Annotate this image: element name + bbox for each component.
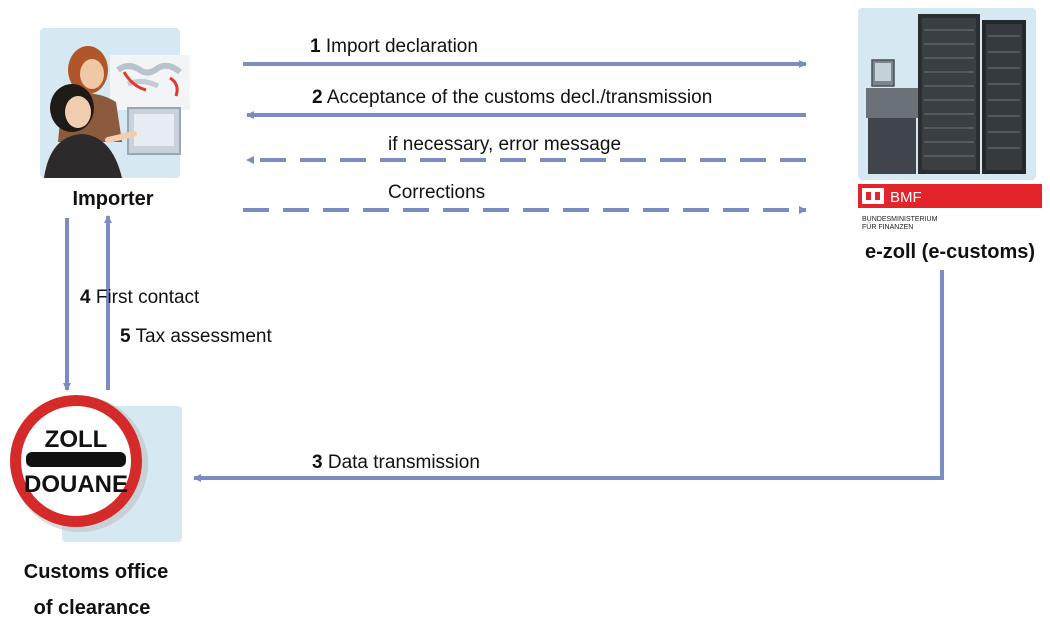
bmf-logo-subline-2: FÜR FINANZEN	[862, 223, 913, 231]
flow-label-error-message: if necessary, error message	[388, 134, 621, 155]
flow-label-data-transmission: 3 Data transmission	[312, 452, 480, 473]
customs-label-line-2: of clearance	[34, 597, 151, 619]
flow-label-acceptance: 2 Acceptance of the customs decl./transm…	[312, 87, 712, 108]
sign-bottom-text: DOUANE	[24, 471, 128, 498]
ezoll-label: e-zoll (e-customs)	[865, 241, 1035, 263]
sign-top-text: ZOLL	[45, 426, 108, 453]
server-rack-icon	[866, 14, 1026, 174]
flow-label-corrections: Corrections	[388, 182, 485, 203]
bmf-logo-text: BMF	[890, 189, 922, 206]
bmf-logo: BMF BUNDESMINISTERIUM FÜR FINANZEN	[858, 184, 1042, 231]
flow-label-first-contact: 4 First contact	[80, 287, 200, 308]
flow-arrows	[63, 60, 944, 482]
ezoll-illustration	[858, 8, 1036, 180]
flow-label-import-declaration: 1 Import declaration	[310, 36, 478, 57]
arrow-data-transmission	[193, 270, 944, 482]
customs-label-line-1: Customs office	[24, 561, 168, 583]
customs-illustration: ZOLL DOUANE	[10, 395, 182, 542]
customs-sign-icon: ZOLL DOUANE	[10, 395, 148, 532]
importer-people-icon	[44, 46, 190, 178]
importer-illustration	[40, 28, 190, 178]
bmf-logo-subline-1: BUNDESMINISTERIUM	[862, 216, 938, 223]
importer-label: Importer	[72, 188, 153, 210]
flow-label-tax-assessment: 5 Tax assessment	[120, 326, 272, 347]
